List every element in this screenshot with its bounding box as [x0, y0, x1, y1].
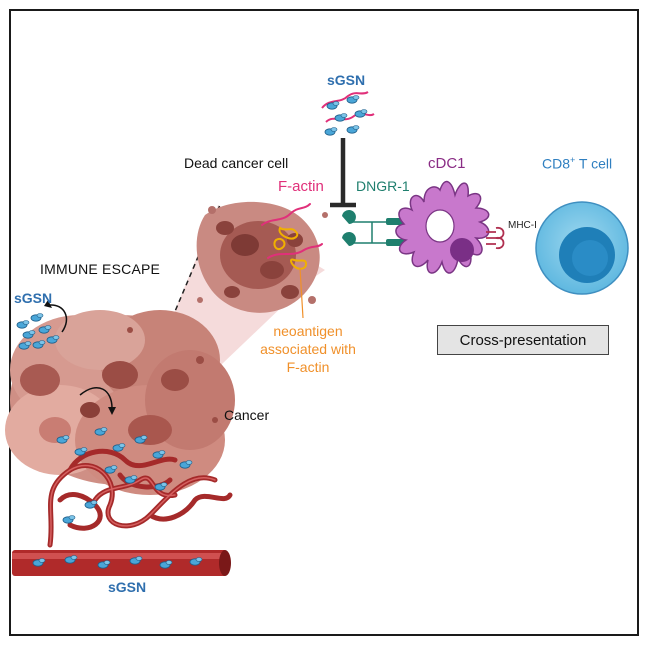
dead-cancer-cell-label: Dead cancer cell — [184, 155, 289, 171]
sgsn-bottom-label: sGSN — [108, 579, 147, 595]
neoantigen-label: neoantigen associated with F-actin — [260, 323, 356, 376]
cross-presentation-label: Cross-presentation — [459, 331, 587, 349]
mhc-i — [486, 227, 505, 249]
sgsn-top-label: sGSN — [327, 72, 366, 88]
f-actin-label: F-actin — [278, 178, 324, 195]
sgsn-left-label: sGSN — [14, 290, 53, 306]
tumor-mass — [5, 310, 235, 495]
cdc1-label: cDC1 — [428, 155, 466, 172]
sgsn-bound-f-actin — [321, 91, 375, 136]
neoantigen-pointer — [299, 267, 304, 319]
cancer-label: Cancer — [224, 407, 270, 423]
cd8-t-cell — [535, 201, 629, 295]
mhc-i-label: MHC-I — [508, 220, 537, 231]
figure-frame — [9, 9, 639, 636]
blood-vessel — [12, 550, 231, 576]
f-actin-neoantigen — [261, 203, 323, 270]
dngr1-label: DNGR-1 — [356, 178, 410, 194]
immune-escape-label: IMMUNE ESCAPE — [40, 261, 161, 277]
inhibition-bar — [330, 138, 356, 208]
cdc1-cell — [395, 180, 490, 274]
cross-presentation-box: Cross-presentation — [437, 325, 609, 355]
escape-arrows — [44, 300, 116, 415]
cd8-t-cell-label: CD8+ T cell — [542, 155, 613, 172]
tumor-vessels-highlight — [49, 464, 216, 546]
